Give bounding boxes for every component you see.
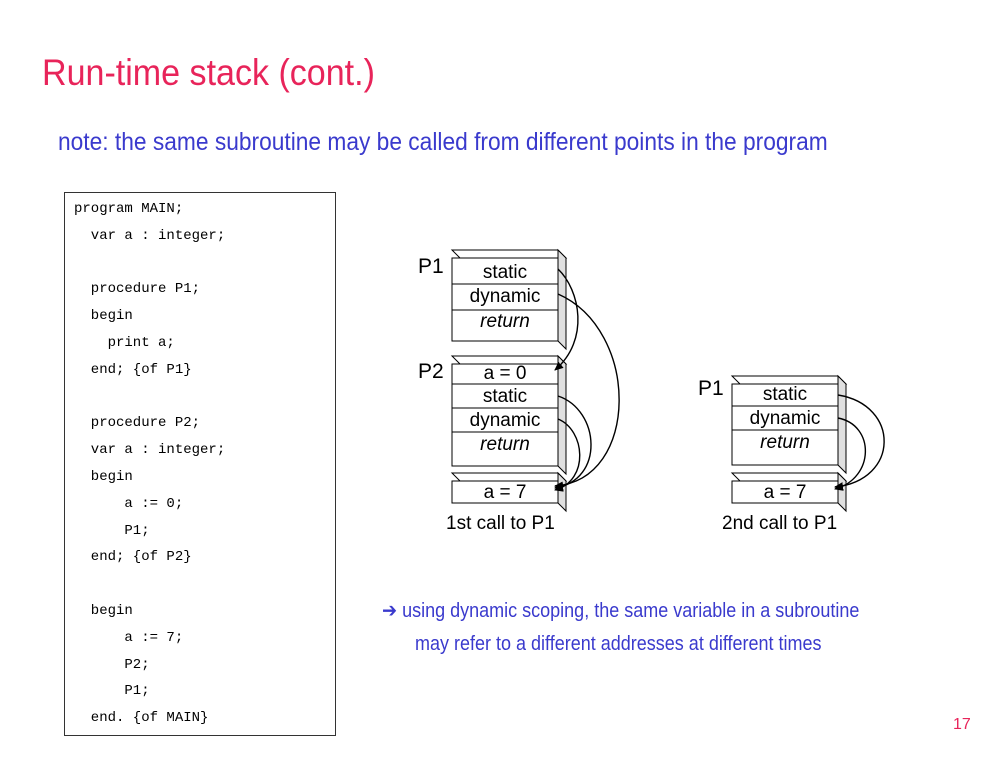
code-line: procedure P2;	[74, 415, 201, 432]
stack2-p1-static-arrow	[834, 394, 885, 491]
stack1-p2-a: a = 0	[484, 363, 527, 384]
stack2-main-a: a = 7	[764, 482, 807, 503]
code-line: end; {of P1}	[74, 361, 192, 378]
bottom-note-text1: using dynamic scoping, the same variable…	[402, 600, 860, 622]
code-line: begin	[74, 308, 133, 325]
bottom-note-line2: may refer to a different addresses at di…	[415, 633, 822, 655]
code-line: a := 7;	[74, 629, 184, 646]
stack1-p1-static: static	[483, 262, 527, 283]
code-line: var a : integer;	[74, 442, 226, 459]
stack1-main-a: a = 7	[484, 482, 527, 503]
code-line: a := 0;	[74, 495, 184, 512]
stack2-p1-frame: static dynamic return	[730, 374, 848, 475]
stack2-p1-return: return	[760, 432, 810, 453]
code-line: begin	[74, 603, 133, 619]
stack2-p1-dynamic-arrow	[834, 417, 867, 491]
bottom-note-line1: ➔ using dynamic scoping, the same variab…	[382, 598, 859, 623]
stack2-p1-label: P1	[698, 377, 724, 400]
slide-note: note: the same subroutine may be called …	[58, 128, 828, 156]
stack1-p2-frame: a = 0 static dynamic return	[450, 354, 568, 476]
stack1-p2-return: return	[480, 434, 530, 455]
code-line: P2;	[74, 656, 150, 673]
code-listing: program MAIN; var a : integer; procedure…	[64, 192, 336, 736]
stack1-p2-static: static	[483, 386, 527, 407]
stack1-p1-label: P1	[418, 255, 444, 278]
page-number: 17	[953, 716, 971, 733]
stack2-main-frame: a = 7	[730, 471, 848, 513]
stack2-p1-dynamic: dynamic	[750, 408, 821, 429]
stack1-p2-dynamic: dynamic	[470, 410, 541, 431]
stack1-p2-label: P2	[418, 360, 444, 383]
code-line: procedure P1;	[74, 281, 201, 298]
code-line: P1;	[74, 683, 150, 700]
stack1-caption: 1st call to P1	[446, 513, 555, 534]
stack2-p1-static: static	[763, 384, 807, 405]
stack2-caption: 2nd call to P1	[722, 513, 837, 534]
stack1-p2-static-arrow	[554, 395, 592, 491]
code-line: var a : integer;	[74, 227, 226, 244]
stack1-p1-static-arrow	[554, 268, 579, 371]
code-line: P1;	[74, 522, 150, 539]
code-line: print a;	[74, 335, 175, 351]
code-line: program MAIN;	[74, 201, 184, 217]
stack1-p1-return: return	[480, 311, 530, 332]
code-line: end. {of MAIN}	[74, 710, 209, 727]
code-line: begin	[74, 469, 133, 485]
stack1-p1-dynamic: dynamic	[470, 286, 541, 307]
code-line: end; {of P2}	[74, 549, 192, 566]
right-arrow-icon: ➔	[382, 598, 398, 622]
stack1-main-frame: a = 7	[450, 471, 568, 513]
stack1-p2-dynamic-arrow	[554, 418, 581, 492]
stack1-p1-frame: static dynamic return	[450, 248, 568, 351]
slide-title: Run-time stack (cont.)	[42, 52, 375, 93]
stack1-p1-dynamic-arrow	[554, 293, 620, 490]
